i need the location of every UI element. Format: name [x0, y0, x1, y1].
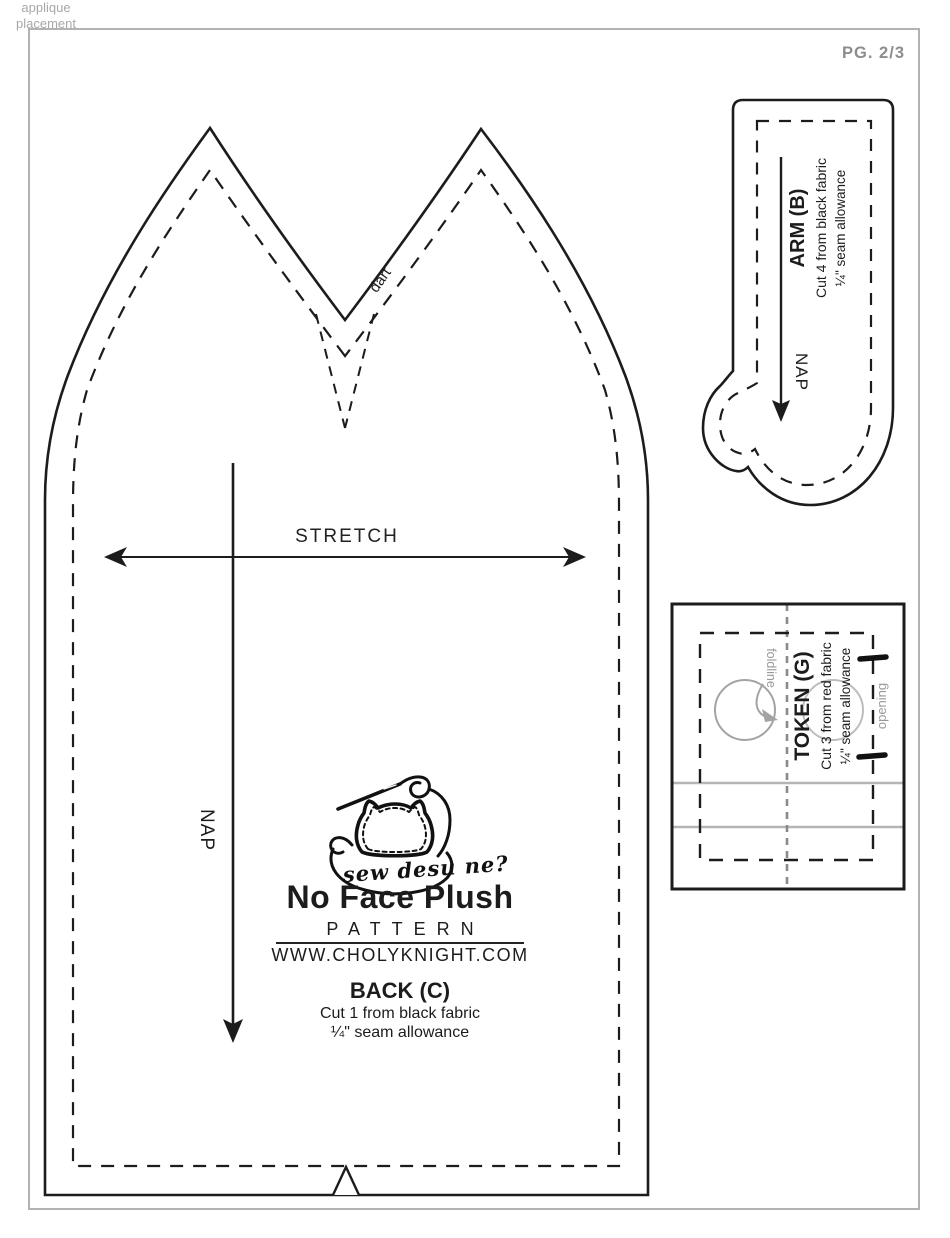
logo-title: No Face Plush	[286, 879, 514, 915]
arm-cut-instruction: Cut 4 from black fabric	[813, 157, 829, 299]
thread-swirl	[329, 775, 454, 896]
token-seam-instruction: ¼" seam allowance	[838, 647, 853, 765]
token-circle-right	[802, 679, 864, 741]
bottom-center-notch	[331, 1164, 361, 1196]
applique-line1: applique	[21, 0, 71, 15]
back-cut-instruction: Cut 1 from black fabric	[319, 1005, 481, 1022]
foldline-arrow	[755, 683, 778, 722]
token-circle-left	[714, 679, 776, 741]
stretch-arrow	[104, 547, 586, 567]
arm-piece-outline	[701, 98, 895, 507]
token-seam-allowance-dashes	[698, 631, 875, 862]
foldline-label: foldline	[764, 648, 778, 688]
opening-notch-marks	[856, 654, 889, 760]
cat-head-outline	[354, 799, 435, 858]
token-cut-instruction: Cut 3 from red fabric	[818, 642, 834, 770]
nap-label-arm: NAP	[792, 353, 811, 391]
cat-head-stitches	[362, 805, 427, 853]
back-piece-outline	[43, 125, 650, 1197]
stretch-label: STRETCH	[295, 526, 399, 547]
applique-line2: placement	[16, 16, 76, 31]
back-piece-name: BACK (C)	[349, 978, 451, 1003]
arm-seam-instruction: ¼" seam allowance	[833, 169, 848, 287]
divider-line	[276, 942, 524, 944]
page-border	[28, 28, 920, 1210]
arm-piece-title-block: ARM (B) Cut 4 from black fabric ¼" seam …	[785, 128, 851, 328]
token-piece-name: TOKEN (G)	[791, 651, 814, 761]
logo-subtitle: PATTERN	[326, 919, 485, 939]
logo-cat-drawing: sew desu ne?	[329, 775, 509, 896]
applique-placement-label: applique placement	[0, 0, 92, 32]
arm-piece-name: ARM (B)	[787, 188, 809, 268]
nap-arrow-arm	[772, 157, 790, 422]
page-number: PG. 2/3	[842, 44, 905, 62]
token-piece-title-block: TOKEN (G) Cut 3 from red fabric ¼" seam …	[790, 611, 854, 801]
back-seam-instruction: ¼" seam allowance	[330, 1024, 470, 1041]
token-piece-outline	[670, 602, 906, 891]
dart-lines	[315, 313, 375, 429]
back-piece-title-block: No Face Plush PATTERN WWW.CHOLYKNIGHT.CO…	[255, 880, 545, 1042]
opening-label: opening	[873, 682, 889, 730]
token-circles	[714, 679, 864, 741]
nap-arrow-back	[223, 463, 243, 1043]
arm-seam-allowance-dashes	[718, 119, 873, 487]
back-seam-allowance-dashes	[71, 168, 621, 1168]
needle-icon	[336, 782, 402, 811]
website-url: WWW.CHOLYKNIGHT.COM	[271, 945, 529, 965]
nap-label-back: NAP	[196, 808, 217, 852]
